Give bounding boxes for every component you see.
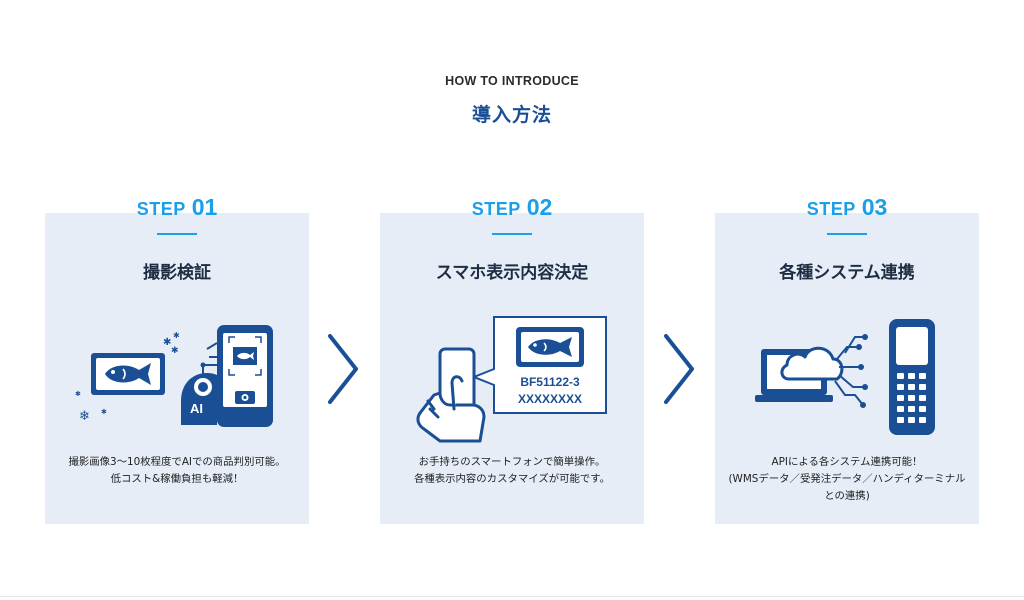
step-underline [157,233,197,235]
hand-phone-icon [416,347,486,443]
step-number: 01 [191,194,218,220]
svg-text:❄: ❄ [79,409,90,424]
step-description: 撮影画像3〜10枚程度でAIでの商品判別可能。 低コスト&稼働負担も軽減！ [49,454,305,488]
description-line: との連携) [824,490,870,502]
label-code-text: XXXXXXXX [518,392,582,406]
smartphone-icon [217,325,273,427]
section-header: HOW TO INTRODUCE 導入方法 [0,74,1024,127]
step-title: 撮影検証 [143,263,211,283]
step-word: STEP [806,199,856,219]
ai-text: AI [190,401,203,416]
description-line: APIによる各システム連携可能！ [771,456,923,468]
svg-text:✱: ✱ [101,408,107,416]
step-word: STEP [136,199,186,219]
section-title: 導入方法 [471,104,552,126]
description-line: 低コスト&稼働負担も軽減！ [110,473,244,485]
step-underline [827,233,867,235]
step-number: 02 [526,194,553,220]
description-line: 撮影画像3〜10枚程度でAIでの商品判別可能。 [68,456,286,468]
label-bubble: BF51122-3 XXXXXXXX [471,316,607,414]
step-underline [492,233,532,235]
step-description: APIによる各システム連携可能！ (WMSデータ／受発注データ／ハンディターミナ… [719,454,975,505]
cloud-icon [780,346,844,381]
chevron-right-icon [328,334,358,404]
description-line: お手持ちのスマートフォンで簡単操作。 [418,456,606,468]
svg-text:✱: ✱ [171,346,179,356]
svg-text:✱: ✱ [173,331,180,340]
section-eyebrow: HOW TO INTRODUCE [445,74,579,88]
step-description: お手持ちのスマートフォンで簡単操作。 各種表示内容のカスタマイズが可能です。 [384,454,640,488]
handy-terminal-icon [889,319,935,435]
step-title: 各種システム連携 [779,263,915,283]
label-code-text: BF51122-3 [520,375,580,389]
description-line: (WMSデータ／受発注データ／ハンディターミナル [728,473,966,485]
snowflake-icon: ❄ ✱ ✱ ✱ ✱ ✱ [75,331,180,424]
chevron-right-icon [664,334,694,404]
description-line: 各種表示内容のカスタマイズが可能です。 [413,473,611,485]
bottom-divider [0,596,1024,597]
hand-phone-label-illustration: BF51122-3 XXXXXXXX [416,316,607,443]
step-title: スマホ表示内容決定 [435,263,589,283]
fish-photo-icon [91,353,165,395]
system-integration-illustration [755,319,935,435]
svg-text:✱: ✱ [75,390,81,398]
step-word: STEP [471,199,521,219]
network-lines-icon [834,336,865,406]
step-number: 03 [861,194,888,220]
fish-photo-ai-illustration: ❄ ✱ ✱ ✱ ✱ ✱ AI [75,325,273,427]
svg-text:✱: ✱ [163,337,171,348]
